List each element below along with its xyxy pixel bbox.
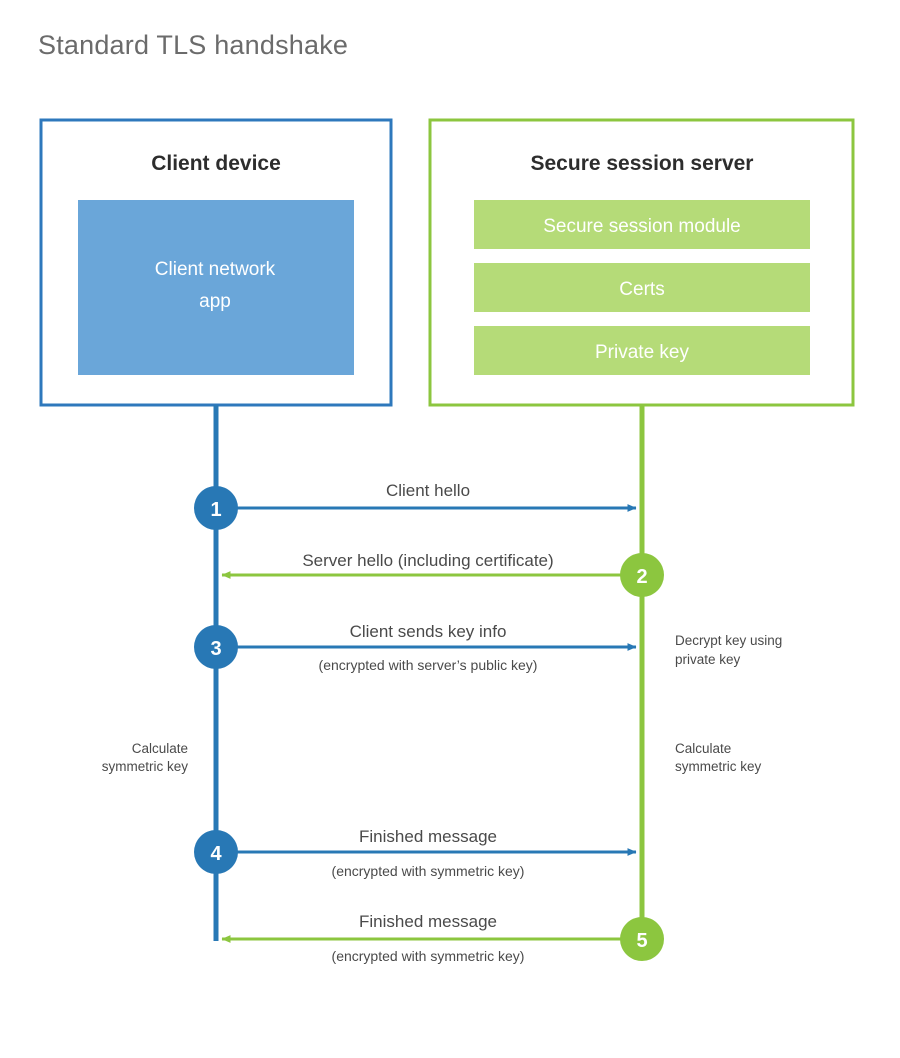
step-1-number: 1 <box>210 499 221 521</box>
step-2-number: 2 <box>636 566 647 588</box>
server-calculate-note-line2: symmetric key <box>675 759 762 774</box>
step-4-label: Finished message <box>359 827 497 846</box>
step-3-label: Client sends key info <box>350 622 507 641</box>
server-decrypt-note-line2: private key <box>675 652 741 667</box>
server-module-block-1 <box>474 263 810 312</box>
step-2-marker <box>620 553 664 597</box>
step-3-group: Client sends key info (encrypted with se… <box>194 622 637 673</box>
step-5-group: Finished message (encrypted with symmetr… <box>221 912 664 964</box>
step-4-marker <box>194 830 238 874</box>
server-calculate-note-line1: Calculate <box>675 741 731 756</box>
client-device-panel: Client device Client network app <box>39 118 393 407</box>
step-2-group: Server hello (including certificate) 2 <box>221 551 664 597</box>
client-calculate-note: Calculate symmetric key <box>102 741 189 774</box>
step-5-marker <box>620 917 664 961</box>
server-module-block-0 <box>474 200 810 249</box>
client-network-app-label-line2: app <box>199 291 231 312</box>
server-module-block-2 <box>474 326 810 375</box>
step-4-sublabel: (encrypted with symmetric key) <box>332 863 525 879</box>
server-module-label-2: Private key <box>595 342 689 363</box>
step-1-marker <box>194 486 238 530</box>
step-3-sublabel: (encrypted with server’s public key) <box>319 657 538 673</box>
client-network-app-label-line1: Client network <box>155 259 276 280</box>
client-calculate-note-line2: symmetric key <box>102 759 189 774</box>
step-4-number: 4 <box>210 843 222 865</box>
step-5-label: Finished message <box>359 912 497 931</box>
step-2-label: Server hello (including certificate) <box>302 551 553 570</box>
step-4-group: Finished message (encrypted with symmetr… <box>194 827 637 879</box>
step-1-label: Client hello <box>386 481 470 500</box>
secure-session-server-title: Secure session server <box>531 152 754 175</box>
step-5-sublabel: (encrypted with symmetric key) <box>332 948 525 964</box>
client-calculate-note-line1: Calculate <box>132 741 188 756</box>
step-3-number: 3 <box>210 638 221 660</box>
server-module-label-0: Secure session module <box>543 216 741 237</box>
secure-session-server-panel: Secure session server Secure session mod… <box>428 118 855 407</box>
client-network-app-block <box>78 200 354 375</box>
step-3-marker <box>194 625 238 669</box>
client-device-title: Client device <box>151 152 281 175</box>
server-calculate-note: Calculate symmetric key <box>675 741 762 774</box>
step-1-group: Client hello 1 <box>194 481 637 530</box>
step-5-number: 5 <box>636 930 647 952</box>
page-title: Standard TLS handshake <box>38 30 348 60</box>
server-module-label-1: Certs <box>619 279 664 300</box>
server-decrypt-note-line1: Decrypt key using <box>675 633 782 648</box>
server-decrypt-note: Decrypt key using private key <box>675 633 782 667</box>
